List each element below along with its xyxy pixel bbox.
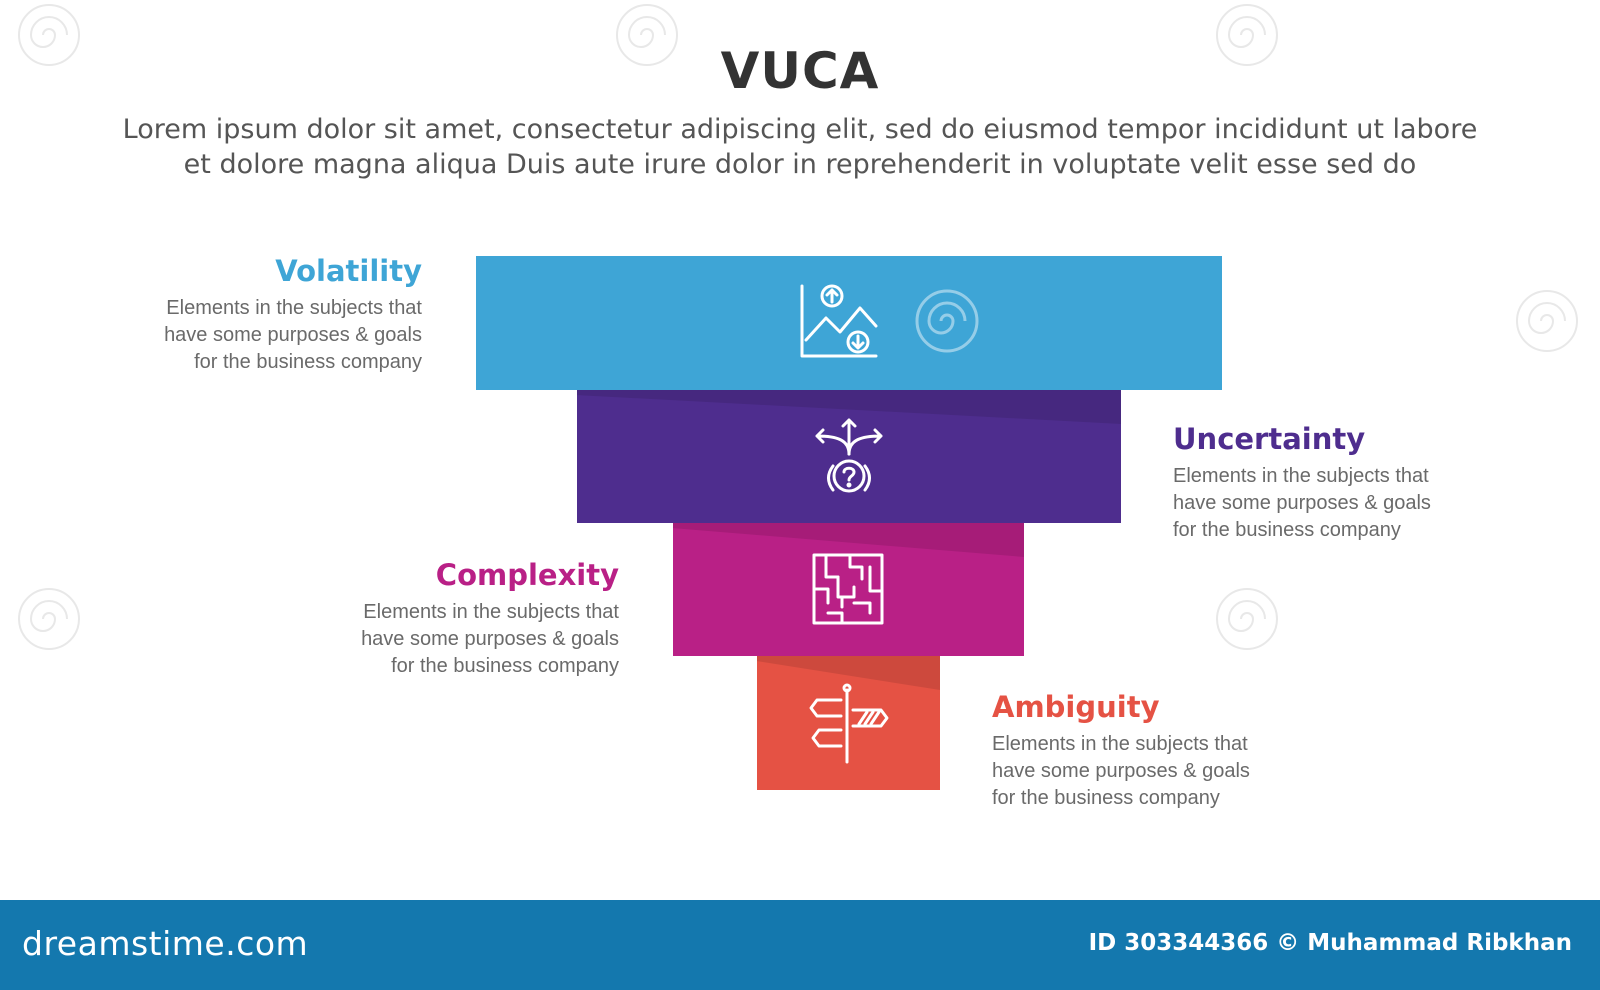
stage-label-complexity: Complexity Elements in the subjects that… [299,555,619,680]
desc-line: for the business company [194,351,422,373]
stage-description: Elements in the subjects that have some … [102,295,422,376]
stage-label-volatility: Volatility Elements in the subjects that… [102,251,422,376]
stage-description: Elements in the subjects that have some … [299,599,619,680]
footer-brand[interactable]: dreamstime.com [22,924,309,963]
page-title: VUCA [720,42,880,100]
stage-description: Elements in the subjects that have some … [992,731,1312,812]
stage-heading: Uncertainty [1173,422,1366,456]
watermark-spiral-icon [616,4,678,66]
stage-heading: Complexity [435,558,619,592]
funnel-bar-complexity [673,523,1024,656]
desc-line: have some purposes & goals [992,760,1250,782]
stage-description: Elements in the subjects that have some … [1173,463,1493,544]
maze-icon [812,553,884,625]
stage-label-ambiguity: Ambiguity Elements in the subjects that … [992,687,1312,812]
desc-line: Elements in the subjects that [1173,465,1429,487]
stage-heading: Ambiguity [992,690,1160,724]
watermark-spiral-icon [1516,290,1578,352]
desc-line: Elements in the subjects that [992,733,1248,755]
funnel-bar-ambiguity [757,656,940,790]
stage-label-uncertainty: Uncertainty Elements in the subjects tha… [1173,419,1493,544]
chart-up-down-icon [800,284,878,358]
stage-heading: Volatility [275,254,422,288]
desc-line: for the business company [391,655,619,677]
watermark-spiral-icon [18,4,80,66]
funnel-bar-volatility [476,256,1222,390]
desc-line: Elements in the subjects that [363,601,619,623]
watermark-spiral-icon [1216,4,1278,66]
desc-line: for the business company [992,787,1220,809]
desc-line: have some purposes & goals [164,324,422,346]
funnel-bar-uncertainty [577,390,1121,523]
question-arrows-icon [815,418,883,493]
watermark-spiral-icon [18,588,80,650]
watermark-spiral-icon [915,289,979,353]
subtitle-line-2: et dolore magna aliqua Duis aute irure d… [183,149,1417,180]
footer-credit: ID 303344366 © Muhammad Ribkhan [1088,930,1572,956]
desc-line: have some purposes & goals [361,628,619,650]
signpost-icon [809,683,889,764]
desc-line: for the business company [1173,519,1401,541]
desc-line: have some purposes & goals [1173,492,1431,514]
footer-bar: dreamstime.com ID 303344366 © Muhammad R… [0,900,1600,990]
subtitle-line-1: Lorem ipsum dolor sit amet, consectetur … [122,114,1478,145]
page-subtitle: Lorem ipsum dolor sit amet, consectetur … [60,112,1540,182]
watermark-spiral-icon [1216,588,1278,650]
desc-line: Elements in the subjects that [166,297,422,319]
